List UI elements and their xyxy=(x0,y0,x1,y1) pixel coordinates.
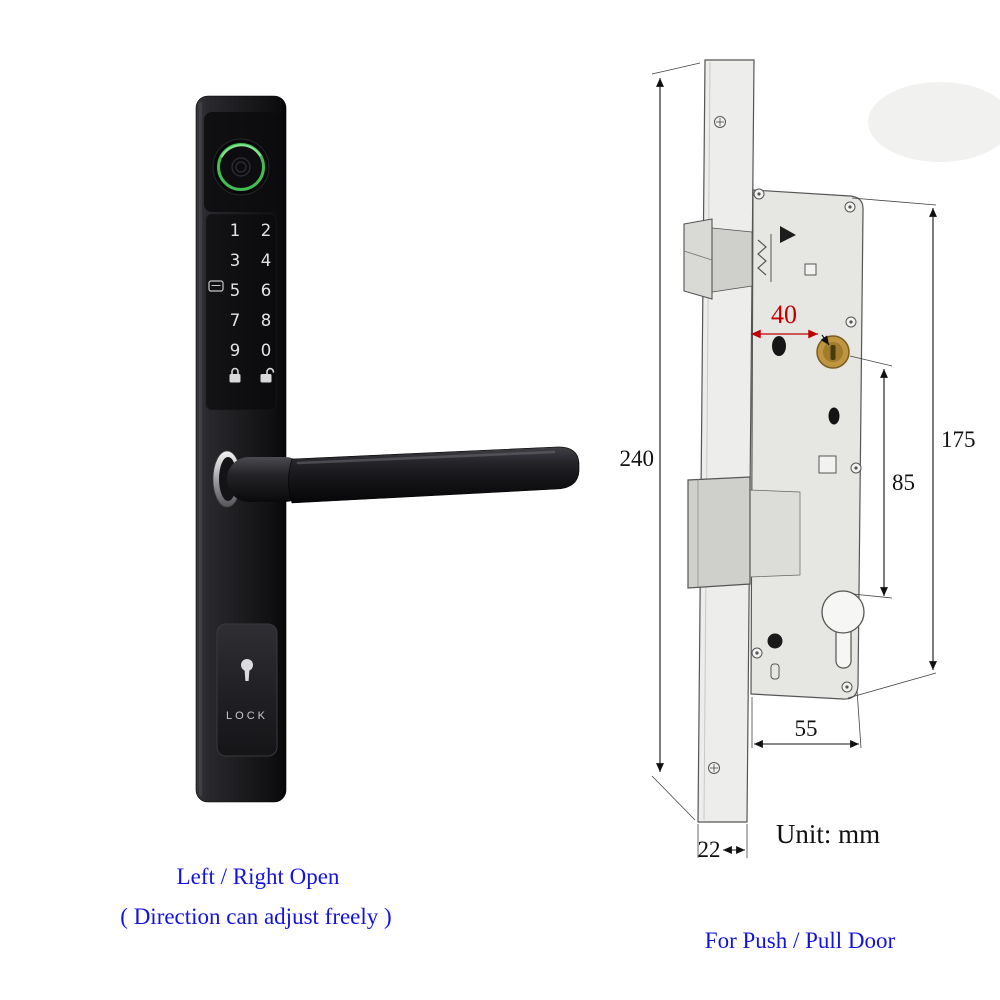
lock-panel-label: LOCK xyxy=(226,710,268,722)
fixing-hole-lower xyxy=(767,633,783,649)
dimension-total-height: 240 xyxy=(620,62,701,821)
caption-door-type: For Push / Pull Door xyxy=(705,928,896,953)
lock-body-edge-highlight xyxy=(199,102,202,796)
case-screw-holes xyxy=(751,188,862,693)
handle-lever xyxy=(288,446,580,504)
keypad-key-3: 3 xyxy=(230,251,241,270)
caption-adjust-note: ( Direction can adjust freely ) xyxy=(120,904,391,929)
keyhole-icon xyxy=(241,659,253,681)
dimension-center-distance: 85 xyxy=(849,355,915,599)
keypad-key-8: 8 xyxy=(261,311,272,330)
faceplate-edge-line xyxy=(703,61,711,821)
keypad-glass xyxy=(205,213,277,411)
cylinder-cam xyxy=(816,335,850,369)
handle-neck xyxy=(227,457,307,502)
slot-hole xyxy=(828,407,840,425)
faceplate xyxy=(697,59,755,823)
faceplate-screw-top xyxy=(714,116,726,128)
dim-body-height-label: 175 xyxy=(941,427,976,452)
caption-open-direction: Left / Right Open xyxy=(177,864,340,889)
lock-closed-icon xyxy=(229,367,241,383)
keypad-key-1: 1 xyxy=(230,221,241,240)
dim-total-height-label: 240 xyxy=(620,446,655,471)
case-square-hole xyxy=(804,263,817,276)
background-smudge xyxy=(868,82,1000,162)
card-icon xyxy=(208,280,224,292)
mortise-diagram: 240 175 85 40 55 xyxy=(620,59,976,862)
small-slot xyxy=(770,663,780,680)
dimension-body-width: 55 xyxy=(751,689,862,749)
deadbolt xyxy=(687,476,801,589)
keypad-key-2: 2 xyxy=(261,221,272,240)
key-panel-plate xyxy=(216,623,278,757)
keypad: 1 2 3 4 5 6 7 8 9 0 xyxy=(205,213,277,411)
keypad-key-7: 7 xyxy=(230,311,241,330)
dim-body-width-label: 55 xyxy=(795,716,818,741)
keypad-key-9: 9 xyxy=(230,341,241,360)
fingerprint-sensor xyxy=(204,112,278,212)
keypad-key-4: 4 xyxy=(261,251,272,270)
fingerprint-ridge-icon xyxy=(235,161,247,173)
unit-label: Unit: mm xyxy=(776,819,880,849)
fingerprint-ridge-icon xyxy=(231,157,251,177)
spindle-follower-hole xyxy=(818,455,837,474)
handle-highlight xyxy=(296,450,556,465)
dimension-body-height: 175 xyxy=(847,197,976,699)
fingerprint-ring-highlight xyxy=(220,144,262,158)
smart-lock: 1 2 3 4 5 6 7 8 9 0 xyxy=(195,95,580,803)
latch-spring xyxy=(757,226,796,282)
lock-open-icon xyxy=(260,367,275,383)
key-panel: LOCK xyxy=(216,623,278,757)
handle xyxy=(212,446,580,508)
dim-center-distance-label: 85 xyxy=(892,470,915,495)
dimension-faceplate-width: 22 xyxy=(698,824,748,862)
fixing-hole-upper xyxy=(772,336,786,356)
dimension-backset: 40 xyxy=(751,300,830,346)
keypad-key-6: 6 xyxy=(261,281,272,300)
faceplate-screw-bottom xyxy=(708,762,720,774)
dim-faceplate-width-label: 22 xyxy=(698,837,721,862)
dim-backset-label: 40 xyxy=(771,300,797,329)
keypad-key-0: 0 xyxy=(261,341,272,360)
euro-cylinder-hole xyxy=(821,590,865,669)
keypad-key-5: 5 xyxy=(230,281,241,300)
latch-bolt xyxy=(683,218,753,300)
